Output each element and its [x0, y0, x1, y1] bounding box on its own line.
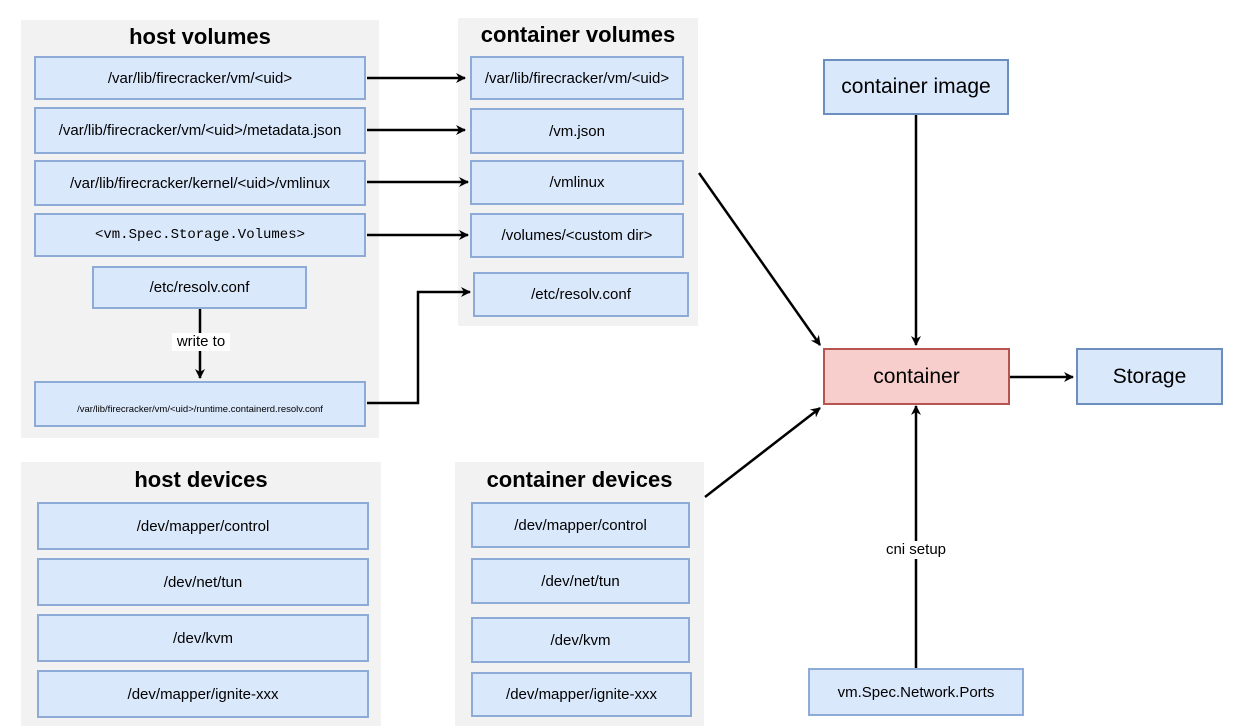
- host-runtime-resolv-conf: /var/lib/firecracker/vm/<uid>/runtime.co…: [34, 381, 366, 427]
- network-ports-box: vm.Spec.Network.Ports: [808, 668, 1024, 716]
- host-volume-vmlinux: /var/lib/firecracker/kernel/<uid>/vmlinu…: [34, 160, 366, 206]
- arrow-devices-to-container: [704, 407, 821, 498]
- container-device-mapper-control: /dev/mapper/control: [471, 502, 690, 548]
- host-devices-title: host devices: [134, 467, 268, 492]
- host-volume-spec-volumes: <vm.Spec.Storage.Volumes>: [34, 213, 366, 257]
- container-box: container: [823, 348, 1010, 405]
- container-volume-vmlinux: /vmlinux: [470, 160, 684, 205]
- container-device-net-tun: /dev/net/tun: [471, 558, 690, 604]
- container-devices-title: container devices: [486, 467, 673, 492]
- host-volume-vm-dir: /var/lib/firecracker/vm/<uid>: [34, 56, 366, 100]
- host-device-mapper-ignite: /dev/mapper/ignite-xxx: [37, 670, 369, 718]
- container-volume-vm-dir: /var/lib/firecracker/vm/<uid>: [470, 56, 684, 100]
- host-volumes-title: host volumes: [129, 24, 271, 49]
- host-resolv-conf: /etc/resolv.conf: [92, 266, 307, 309]
- container-device-mapper-ignite: /dev/mapper/ignite-xxx: [471, 672, 692, 717]
- container-volumes-title: container volumes: [480, 22, 676, 47]
- arrow-runtime-resolv: [367, 287, 471, 405]
- write-to-label: write to: [172, 333, 230, 351]
- container-volume-custom-dir: /volumes/<custom dir>: [470, 213, 684, 258]
- host-device-mapper-control: /dev/mapper/control: [37, 502, 369, 550]
- host-device-net-tun: /dev/net/tun: [37, 558, 369, 606]
- host-device-kvm: /dev/kvm: [37, 614, 369, 662]
- host-volume-metadata: /var/lib/firecracker/vm/<uid>/metadata.j…: [34, 107, 366, 154]
- container-volume-vm-json: /vm.json: [470, 108, 684, 154]
- container-image-box: container image: [823, 59, 1009, 115]
- arrow-volumes-to-container: [697, 172, 822, 346]
- container-resolv-conf: /etc/resolv.conf: [473, 272, 689, 317]
- cni-setup-label: cni setup: [877, 541, 955, 559]
- container-device-kvm: /dev/kvm: [471, 617, 690, 663]
- storage-box: Storage: [1076, 348, 1223, 405]
